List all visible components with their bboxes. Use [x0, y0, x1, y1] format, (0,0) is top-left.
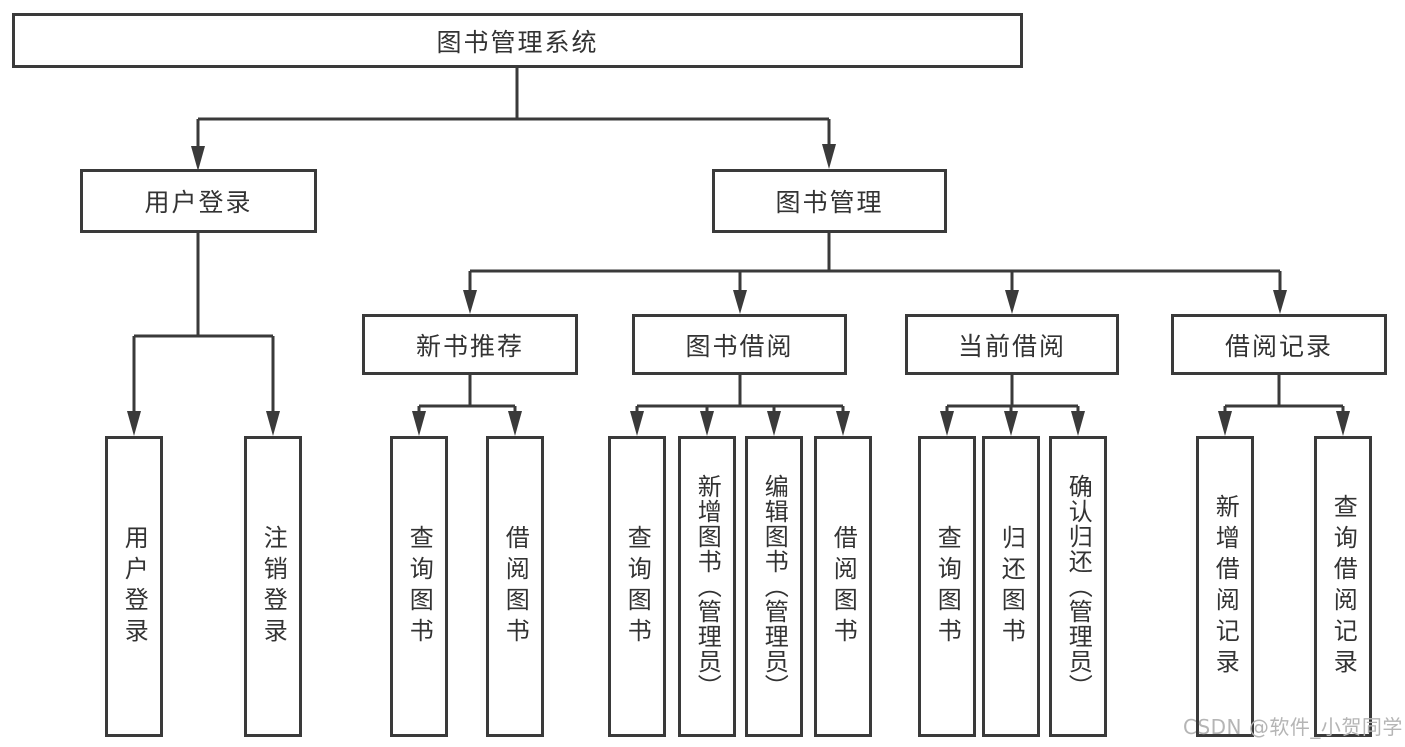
arrow-icon: [266, 411, 280, 436]
leaf-edit-books-admin-label: 编辑图书（管理员）: [760, 474, 789, 699]
arrow-icon: [1218, 411, 1232, 436]
node-new-book-recommend-label: 新书推荐: [415, 331, 524, 361]
connector-level2: [468, 233, 1282, 292]
arrowheads: [127, 144, 1350, 436]
node-new-book-recommend: 新书推荐: [362, 314, 578, 375]
leaf-user-login-label: 用户登录: [120, 524, 149, 649]
arrow-icon: [1004, 411, 1018, 436]
leaf-confirm-return-admin-label: 确认归还（管理员）: [1064, 474, 1093, 699]
arrow-icon: [1336, 411, 1350, 436]
node-book-borrow: 图书借阅: [632, 314, 847, 375]
leaf-logout-label: 注销登录: [259, 524, 288, 649]
leaf-add-borrow-record-label: 新增借阅记录: [1211, 493, 1240, 680]
leaf-query-borrow-record: 查询借阅记录: [1314, 436, 1372, 737]
leaf-add-books-admin-label: 新增图书（管理员）: [693, 474, 722, 699]
node-book-management: 图书管理: [712, 169, 947, 233]
leaf-add-borrow-record: 新增借阅记录: [1196, 436, 1254, 737]
arrow-icon: [733, 290, 747, 314]
arrow-icon: [1273, 290, 1287, 314]
leaf-query-books-borrow: 查询图书: [608, 436, 666, 737]
leaf-borrow-books-recommend-label: 借阅图书: [501, 524, 530, 649]
connector-user-login: [132, 233, 275, 413]
node-book-management-label: 图书管理: [775, 188, 884, 217]
leaf-logout: 注销登录: [244, 436, 302, 737]
arrow-icon: [463, 290, 477, 314]
leaf-edit-books-admin: 编辑图书（管理员）: [745, 436, 803, 737]
node-root: 图书管理系统: [12, 13, 1023, 68]
arrow-icon: [836, 411, 850, 436]
leaf-query-books-recommend-label: 查询图书: [405, 524, 434, 649]
node-book-borrow-label: 图书借阅: [685, 331, 794, 361]
leaf-borrow-books-label: 借阅图书: [829, 524, 858, 649]
arrow-icon: [508, 411, 522, 436]
arrow-icon: [630, 411, 644, 436]
leaf-query-books-current: 查询图书: [918, 436, 976, 737]
leaf-confirm-return-admin: 确认归还（管理员）: [1049, 436, 1107, 737]
leaf-user-login: 用户登录: [105, 436, 163, 737]
node-user-login: 用户登录: [80, 169, 317, 233]
arrow-icon: [940, 411, 954, 436]
connector-borrow-records: [1223, 375, 1345, 413]
leaf-borrow-books: 借阅图书: [814, 436, 872, 737]
arrow-icon: [822, 144, 836, 169]
leaf-return-books: 归还图书: [982, 436, 1040, 737]
leaf-query-books-borrow-label: 查询图书: [623, 524, 652, 649]
leaf-return-books-label: 归还图书: [997, 524, 1026, 649]
connector-new-book: [417, 375, 517, 413]
connector-level1: [196, 68, 831, 148]
leaf-borrow-books-recommend: 借阅图书: [486, 436, 544, 737]
leaf-query-books-current-label: 查询图书: [933, 524, 962, 649]
node-borrow-records-label: 借阅记录: [1224, 331, 1333, 361]
leaf-add-books-admin: 新增图书（管理员）: [678, 436, 736, 737]
node-current-borrow: 当前借阅: [905, 314, 1119, 375]
leaf-query-borrow-record-label: 查询借阅记录: [1329, 493, 1358, 680]
arrow-icon: [191, 146, 205, 171]
node-root-label: 图书管理系统: [436, 27, 599, 57]
arrow-icon: [127, 411, 141, 436]
arrow-icon: [412, 411, 426, 436]
node-user-login-label: 用户登录: [144, 188, 253, 217]
arrow-icon: [1005, 290, 1019, 314]
node-borrow-records: 借阅记录: [1171, 314, 1387, 375]
arrow-icon: [1071, 411, 1085, 436]
csdn-watermark: CSDN @软件_小贺同学: [1183, 715, 1403, 739]
connector-book-borrow: [635, 375, 845, 413]
connector-current-borrow: [945, 375, 1080, 413]
node-current-borrow-label: 当前借阅: [957, 331, 1066, 361]
arrow-icon: [700, 411, 714, 436]
arrow-icon: [767, 411, 781, 436]
leaf-query-books-recommend: 查询图书: [390, 436, 448, 737]
